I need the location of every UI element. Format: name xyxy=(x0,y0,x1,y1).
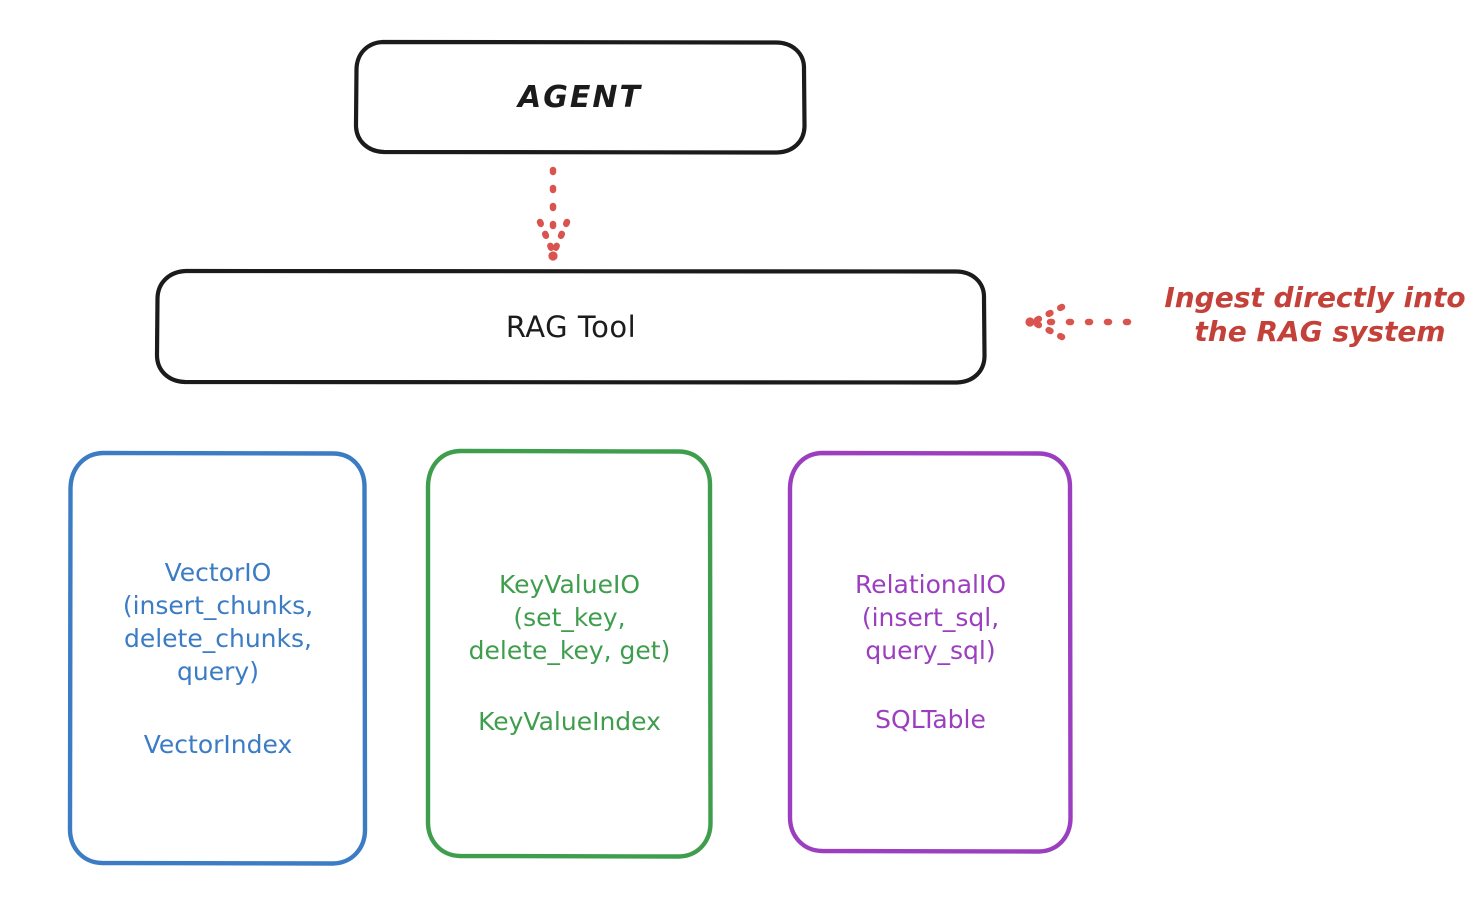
ingest-to-rag-arrow xyxy=(1025,303,1132,341)
key-value-io-node[interactable]: KeyValueIO (set_key, delete_key, get) Ke… xyxy=(428,450,711,856)
rag-tool-box-outline[interactable] xyxy=(154,268,987,385)
vector-io-title: VectorIO (insert_chunks, delete_chunks, … xyxy=(122,557,314,686)
key-value-io-box-outline[interactable] xyxy=(425,448,713,859)
relational-io-title: RelationalIO (insert_sql, query_sql) xyxy=(854,569,1007,665)
vector-io-subtitle: VectorIndex xyxy=(143,729,293,759)
ingest-annotation-line-2: the RAG system xyxy=(1194,315,1446,349)
rag-tool-node[interactable]: RAG Tool xyxy=(157,270,985,383)
agent-label: AGENT xyxy=(518,79,642,115)
agent-to-rag-arrow xyxy=(536,166,571,261)
rag-tool-label: RAG Tool xyxy=(505,309,637,344)
ingest-annotation-line-1: Ingest directly into xyxy=(1164,281,1466,314)
vector-io-box-outline[interactable] xyxy=(67,450,368,866)
ingest-annotation: Ingest directly into the RAG system xyxy=(1150,281,1480,349)
vector-io-node[interactable]: VectorIO (insert_chunks, delete_chunks, … xyxy=(70,452,366,864)
relational-io-box-outline[interactable] xyxy=(787,450,1073,854)
key-value-io-title: KeyValueIO (set_key, delete_key, get) xyxy=(468,570,671,665)
agent-box-outline[interactable] xyxy=(353,39,807,155)
relational-io-subtitle: SQLTable xyxy=(875,704,986,734)
key-value-io-subtitle: KeyValueIndex xyxy=(478,707,661,736)
agent-node[interactable]: AGENT xyxy=(355,41,805,153)
relational-io-node[interactable]: RelationalIO (insert_sql, query_sql) SQL… xyxy=(790,452,1071,851)
